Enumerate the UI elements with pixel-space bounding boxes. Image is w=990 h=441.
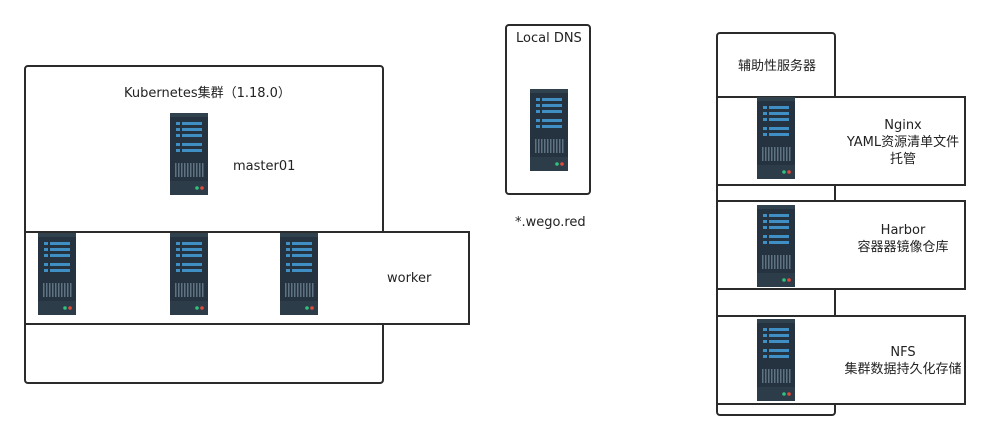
worker-server-3-icon bbox=[280, 233, 318, 315]
nfs-server-icon bbox=[757, 319, 795, 401]
worker-label: worker bbox=[387, 271, 432, 286]
nginx-label: Nginx YAML资源清单文件 托管 bbox=[842, 117, 964, 168]
nfs-label: NFS 集群数据持久化存储 bbox=[842, 344, 964, 378]
nginx-desc-line1: YAML资源清单文件 bbox=[846, 135, 960, 150]
nginx-server-icon bbox=[757, 97, 795, 179]
worker-server-1-icon bbox=[38, 233, 76, 315]
nginx-name: Nginx bbox=[884, 118, 922, 133]
nginx-desc-line2: 托管 bbox=[889, 152, 916, 167]
master-server-icon bbox=[170, 113, 208, 195]
worker-group-box bbox=[24, 231, 470, 325]
cluster-title: Kubernetes集群（1.18.0） bbox=[124, 86, 291, 101]
dns-domain-label: *.wego.red bbox=[515, 215, 586, 230]
local-dns-title: Local DNS bbox=[516, 31, 582, 46]
worker-server-2-icon bbox=[170, 233, 208, 315]
harbor-label: Harbor 容器器镜像仓库 bbox=[842, 222, 964, 256]
harbor-desc: 容器器镜像仓库 bbox=[857, 240, 949, 255]
aux-servers-title: 辅助性服务器 bbox=[738, 59, 817, 74]
dns-server-icon bbox=[530, 89, 568, 171]
harbor-name: Harbor bbox=[880, 223, 926, 238]
harbor-server-icon bbox=[757, 205, 795, 287]
nfs-desc: 集群数据持久化存储 bbox=[844, 362, 962, 377]
master-label: master01 bbox=[233, 159, 296, 174]
nfs-name: NFS bbox=[890, 345, 916, 360]
